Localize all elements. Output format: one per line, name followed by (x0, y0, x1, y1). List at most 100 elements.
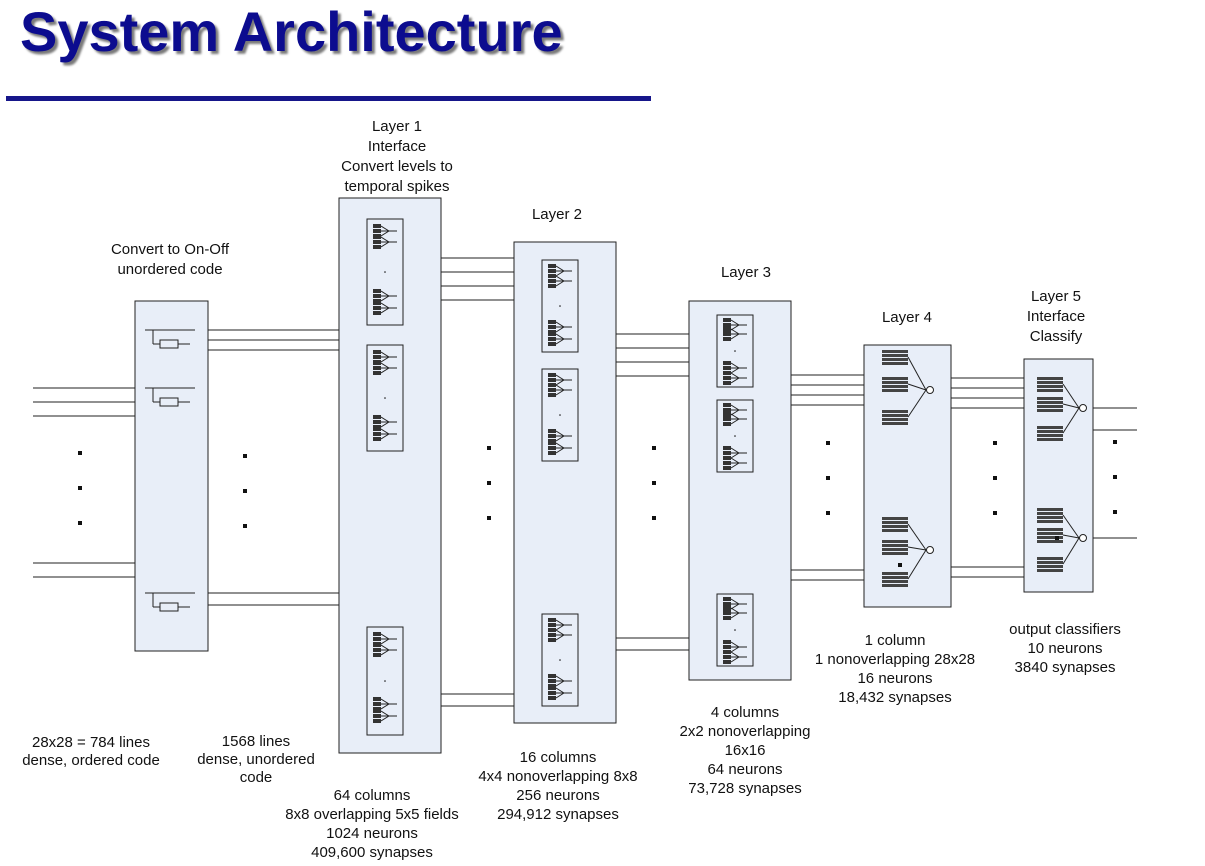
layer5-group-synapse (1037, 540, 1063, 543)
synapse-block (723, 650, 731, 654)
dendrite (380, 710, 390, 717)
dendrite (730, 452, 740, 459)
dendrite (730, 612, 740, 619)
layer5-group-synapse (1037, 434, 1063, 437)
layer5-group-synapse (1037, 389, 1063, 392)
column-dot (559, 305, 561, 307)
layer4-group-synapse (882, 381, 908, 384)
dendrite (555, 435, 565, 442)
layer4-group-synapse (882, 572, 908, 575)
synapse-block (548, 388, 556, 392)
layer5-group-synapse (1037, 565, 1063, 568)
convert-label-line-1: unordered code (117, 261, 222, 278)
dendrite (555, 430, 565, 437)
ellipsis-dot (487, 446, 491, 450)
synapse-block (723, 332, 731, 336)
synapse-block (373, 697, 381, 701)
layer4-group-node (926, 546, 934, 554)
layer4-group-synapse (882, 422, 908, 425)
synapse-block (723, 602, 731, 606)
ellipsis-dot (243, 454, 247, 458)
synapse-block (548, 325, 556, 329)
synapse-block (723, 456, 731, 460)
synapse-block (548, 337, 556, 341)
layer2-label-line-0: Layer 2 (532, 206, 582, 223)
synapse-block (723, 660, 731, 664)
layer2-stats-line-3: 294,912 synapses (497, 806, 619, 823)
layer1-stats-line-3: 409,600 synapses (311, 844, 433, 861)
layer5-group-synapse (1037, 520, 1063, 523)
synapse-block (373, 427, 381, 431)
synapse-block (723, 640, 731, 644)
layer4-group-synapse (882, 517, 908, 520)
dendrite (730, 404, 740, 411)
layer4-group-synapse (882, 410, 908, 413)
synapse-block (723, 408, 731, 412)
synapse-block (548, 679, 556, 683)
dendrite (380, 230, 390, 237)
ellipsis-dot (652, 446, 656, 450)
ellipsis-dot (826, 511, 830, 515)
dendrite (380, 362, 390, 369)
dendrite (380, 644, 390, 651)
dendrite (730, 598, 740, 605)
synapse-block (373, 702, 381, 706)
synapse-block (373, 306, 381, 310)
layer5-group-synapse (1037, 385, 1063, 388)
dendrite (730, 641, 740, 648)
synapse-block (373, 643, 381, 647)
layer4-stats-line-0: 1 column (865, 632, 926, 649)
synapse-block (373, 714, 381, 718)
dendrite (555, 680, 565, 687)
synapse-block (723, 446, 731, 450)
dendrite (555, 675, 565, 682)
layer4-group-synapse (882, 389, 908, 392)
layer5-group-synapse (1037, 438, 1063, 441)
layer4-group-link (907, 356, 927, 391)
synapse-block (373, 289, 381, 293)
dendrite (555, 624, 565, 631)
synapse-block (723, 466, 731, 470)
dendrite (380, 351, 390, 358)
layer5-group-link (1062, 403, 1080, 409)
synapse-block (548, 628, 556, 632)
page-title: System Architecture (20, 0, 563, 63)
layer5-group-link (1062, 383, 1080, 409)
title-rule (6, 96, 651, 101)
layer4-group-synapse (882, 525, 908, 528)
synapse-block (548, 373, 556, 377)
synapse-block (373, 361, 381, 365)
dendrite (555, 629, 565, 636)
layer2-stats-line-1: 4x4 nonoverlapping 8x8 (478, 768, 637, 785)
dendrite (555, 619, 565, 626)
layer5-group-synapse (1037, 426, 1063, 429)
dendrite (380, 225, 390, 232)
dendrite (380, 356, 390, 363)
layer1-stats-line-2: 1024 neurons (326, 825, 418, 842)
dendrite (730, 418, 740, 425)
dendrite (730, 362, 740, 369)
layer5-label-line-2: Classify (1030, 328, 1083, 345)
ellipsis-dot (78, 486, 82, 490)
layer4-group-link (907, 549, 927, 580)
synapse-block (373, 311, 381, 315)
layer5-group-synapse (1037, 405, 1063, 408)
synapse-block (723, 371, 731, 375)
layer5-stats-line-2: 3840 synapses (1015, 659, 1116, 676)
synapse-block (548, 274, 556, 278)
layer1-stats-line-0: 64 columns (334, 787, 411, 804)
dendrite (380, 416, 390, 423)
layer-boxes (134, 197, 1094, 754)
synapse-block (373, 235, 381, 239)
synapse-block (723, 318, 731, 322)
layer4-group-synapse (882, 540, 908, 543)
synapse-block (723, 337, 731, 341)
layer5-group-synapse (1037, 409, 1063, 412)
column-dot (384, 680, 386, 682)
ellipsis-dot (1055, 536, 1059, 540)
convert-label-line-0: Convert to On-Off (111, 241, 230, 258)
layer3-stats-line-4: 73,728 synapses (688, 780, 801, 797)
layer3-label-line-0: Layer 3 (721, 264, 771, 281)
